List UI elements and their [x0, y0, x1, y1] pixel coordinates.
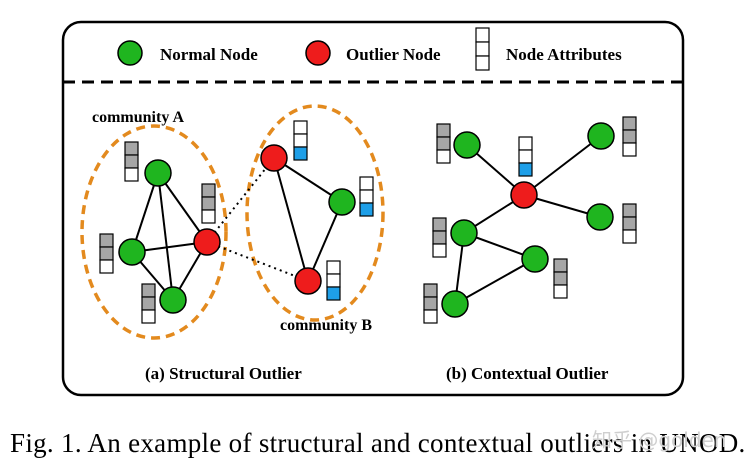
attribute-stack-icon — [99, 233, 114, 274]
attribute-cell — [423, 283, 438, 298]
attribute-cell — [293, 133, 308, 148]
attribute-cell — [326, 273, 341, 288]
attribute-cell — [99, 233, 114, 248]
community-a-boundary — [80, 124, 228, 340]
attribute-cell — [99, 246, 114, 261]
legend-normal-node-label: Normal Node — [160, 45, 258, 64]
legend-outlier-node-label: Outlier Node — [346, 45, 441, 64]
watermark: 知乎 @golden — [592, 428, 727, 452]
figure-caption: Fig. 1. An example of structural and con… — [10, 428, 746, 458]
attribute-cell — [293, 146, 308, 161]
attribute-cell — [518, 149, 533, 164]
normal-node — [587, 122, 615, 150]
community-b-boundary — [245, 104, 385, 322]
attribute-cell — [201, 196, 216, 211]
attribute-stack-icon — [622, 116, 637, 157]
attribute-cell — [622, 203, 637, 218]
community-b-label: community B — [280, 317, 372, 334]
attribute-cell — [553, 284, 568, 299]
attribute-stack-icon — [124, 141, 139, 182]
normal-node — [450, 219, 478, 247]
outlier-node — [294, 267, 322, 295]
attribute-cell — [622, 129, 637, 144]
normal-node — [441, 290, 469, 318]
attribute-cell — [141, 296, 156, 311]
attribute-cell — [432, 243, 447, 258]
attribute-cell — [553, 271, 568, 286]
attribute-cell — [124, 167, 139, 182]
attribute-cell — [99, 259, 114, 274]
attribute-cell — [423, 296, 438, 311]
attribute-stack-icon — [201, 183, 216, 224]
legend-normal-node-icon — [117, 40, 143, 66]
outlier-node — [260, 144, 288, 172]
attribute-cell — [622, 229, 637, 244]
attribute-stack-icon — [423, 283, 438, 324]
attribute-stack-icon — [432, 217, 447, 258]
normal-node — [521, 245, 549, 273]
attribute-cell — [293, 120, 308, 135]
attribute-cell — [553, 258, 568, 273]
attribute-stack-icon — [518, 136, 533, 177]
legend-outlier-node-icon — [305, 40, 331, 66]
attribute-cell — [124, 154, 139, 169]
normal-node — [328, 188, 356, 216]
attribute-cell — [326, 286, 341, 301]
outlier-node — [193, 228, 221, 256]
attribute-stack-icon — [436, 123, 451, 164]
normal-node — [118, 238, 146, 266]
attribute-stack-icon — [359, 176, 374, 217]
attribute-cell — [201, 209, 216, 224]
attribute-cell — [432, 230, 447, 245]
attribute-cell — [326, 260, 341, 275]
community-a-label: community A — [92, 109, 184, 126]
attribute-cell — [622, 116, 637, 131]
attribute-cell — [423, 309, 438, 324]
structural-outlier-label: (a) Structural Outlier — [145, 364, 302, 383]
attribute-cell — [124, 141, 139, 156]
attribute-cell — [359, 176, 374, 191]
attribute-stack-icon — [553, 258, 568, 299]
cross-community-edges — [206, 157, 309, 282]
attribute-cell — [359, 202, 374, 217]
attribute-stack-icon — [293, 120, 308, 161]
legend-attribute-icon — [475, 27, 490, 71]
contextual-outlier-label: (b) Contextual Outlier — [446, 364, 609, 383]
attribute-stack-icon — [622, 203, 637, 244]
attribute-cell — [436, 136, 451, 151]
normal-node — [586, 203, 614, 231]
outlier-node — [510, 181, 538, 209]
attribute-stack-icon — [326, 260, 341, 301]
attribute-cell — [518, 136, 533, 151]
attribute-cell — [201, 183, 216, 198]
figure-frame — [61, 20, 685, 397]
attribute-cell — [518, 162, 533, 177]
attribute-stack-icon — [141, 283, 156, 324]
normal-node — [159, 286, 187, 314]
attribute-cell — [622, 216, 637, 231]
attribute-cell — [436, 123, 451, 138]
attribute-cell — [141, 283, 156, 298]
legend-node-attributes-label: Node Attributes — [506, 45, 622, 64]
attribute-cell — [359, 189, 374, 204]
normal-node — [453, 131, 481, 159]
attribute-stacks — [99, 116, 637, 324]
attribute-cell — [141, 309, 156, 324]
attribute-cell — [436, 149, 451, 164]
attribute-cell — [622, 142, 637, 157]
normal-node — [144, 159, 172, 187]
attribute-cell — [432, 217, 447, 232]
